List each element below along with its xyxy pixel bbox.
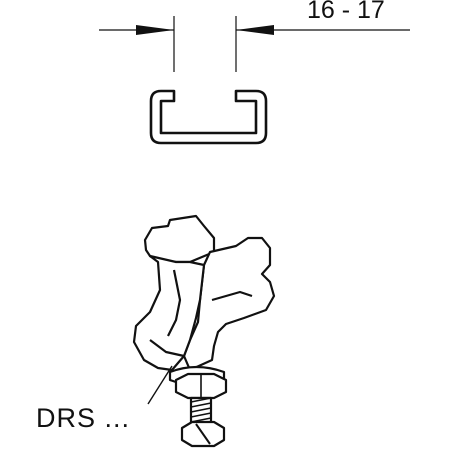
- part-leader-line: [147, 365, 173, 405]
- c-channel-profile: [149, 89, 268, 145]
- clamp-bracket: [132, 214, 276, 372]
- clamp-back-plate: [143, 214, 216, 264]
- dimension-label: 16 - 17: [307, 0, 385, 24]
- bolt-assembly: [168, 365, 228, 448]
- arrow-left-icon: [136, 25, 174, 35]
- dimension-annotation: [99, 16, 410, 72]
- clamp-inner-line: [211, 290, 253, 302]
- clamp-edge-line: [149, 339, 185, 358]
- part-number-label: DRS ...: [36, 403, 131, 433]
- arrow-right-icon: [236, 25, 274, 35]
- clamp-inner-line-2: [167, 269, 182, 337]
